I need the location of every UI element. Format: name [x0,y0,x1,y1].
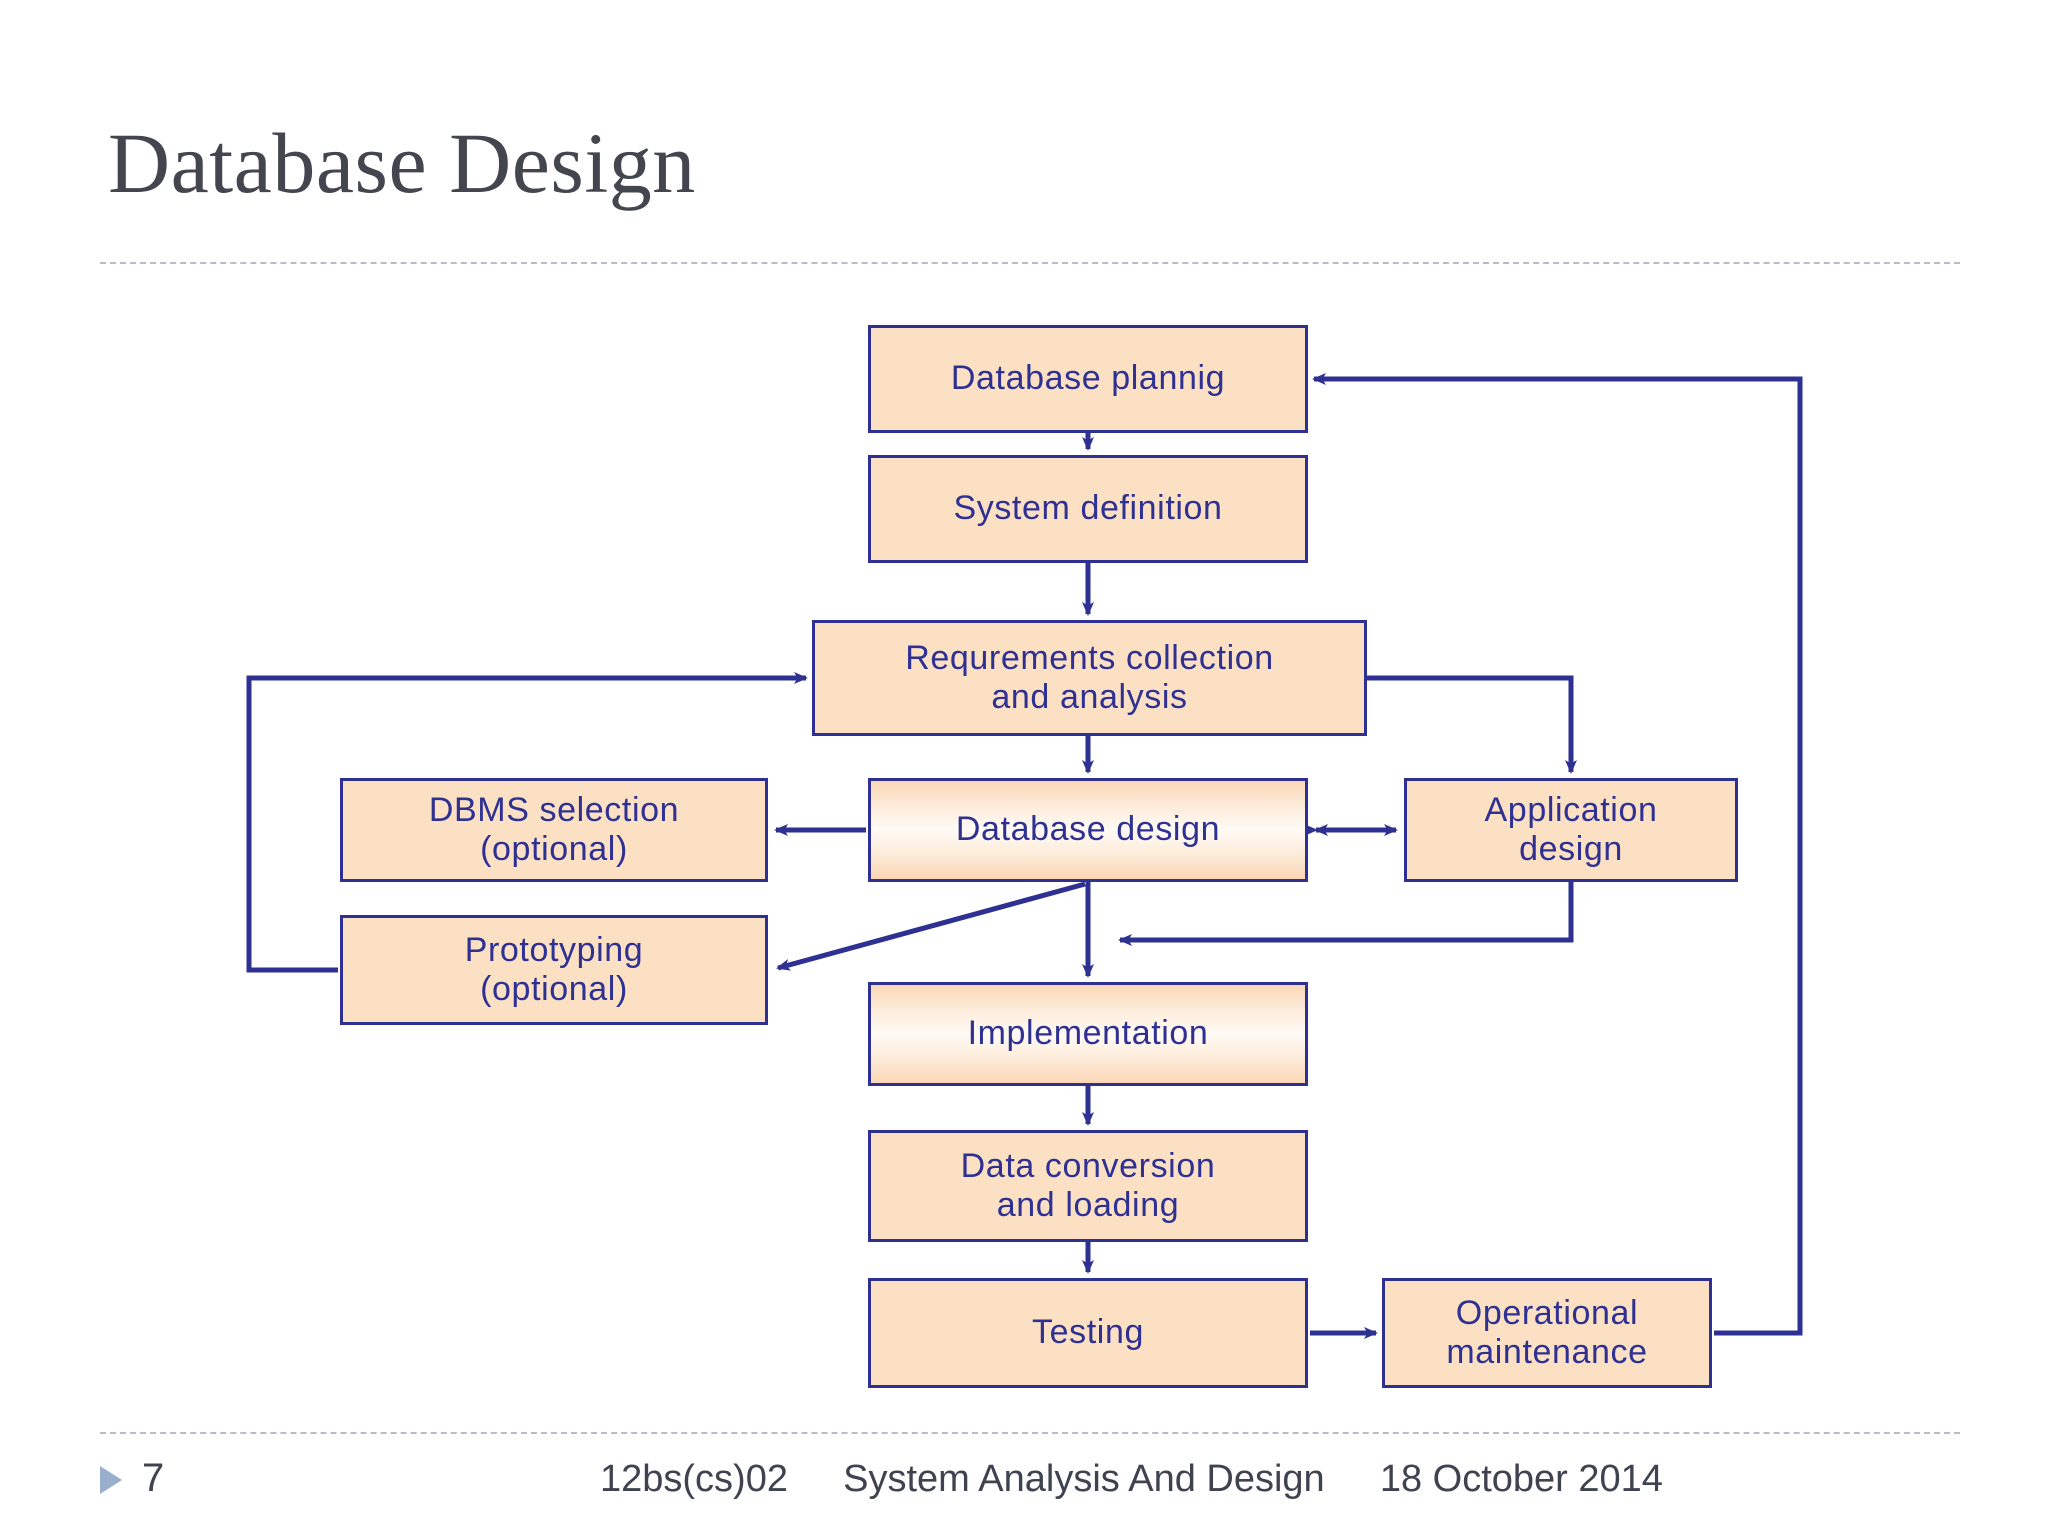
node-prototyping[interactable]: Prototyping(optional) [340,915,768,1025]
node-label: Database design [955,810,1221,849]
node-system-definition[interactable]: System definition [868,455,1308,563]
title-divider [100,262,1960,264]
footer-center-text: 12bs(cs)02 System Analysis And Design 18… [600,1458,1663,1501]
footer-divider [100,1432,1960,1434]
node-testing[interactable]: Testing [868,1278,1308,1388]
page-title: Database Design [108,115,696,211]
node-label: Prototyping(optional) [464,930,644,1008]
footer-date: 18 October 2014 [1379,1458,1663,1500]
slide-footer: 7 12bs(cs)02 System Analysis And Design … [100,1448,1960,1518]
node-label: Database plannig [950,359,1226,398]
node-implementation[interactable]: Implementation [868,982,1308,1086]
node-label: Testing [1032,1313,1144,1352]
node-label: System definition [953,489,1223,528]
node-database-design[interactable]: Database design [868,778,1308,882]
node-label: DBMS selection(optional) [428,790,680,868]
footer-course-code: 12bs(cs)02 [600,1458,788,1500]
page-number: 7 [142,1456,165,1500]
node-database-planning[interactable]: Database plannig [868,325,1308,433]
node-label: Implementation [967,1014,1209,1053]
triangle-bullet-icon [100,1466,122,1494]
footer-course-name: System Analysis And Design [843,1458,1325,1500]
node-dbms-selection[interactable]: DBMS selection(optional) [340,778,768,882]
